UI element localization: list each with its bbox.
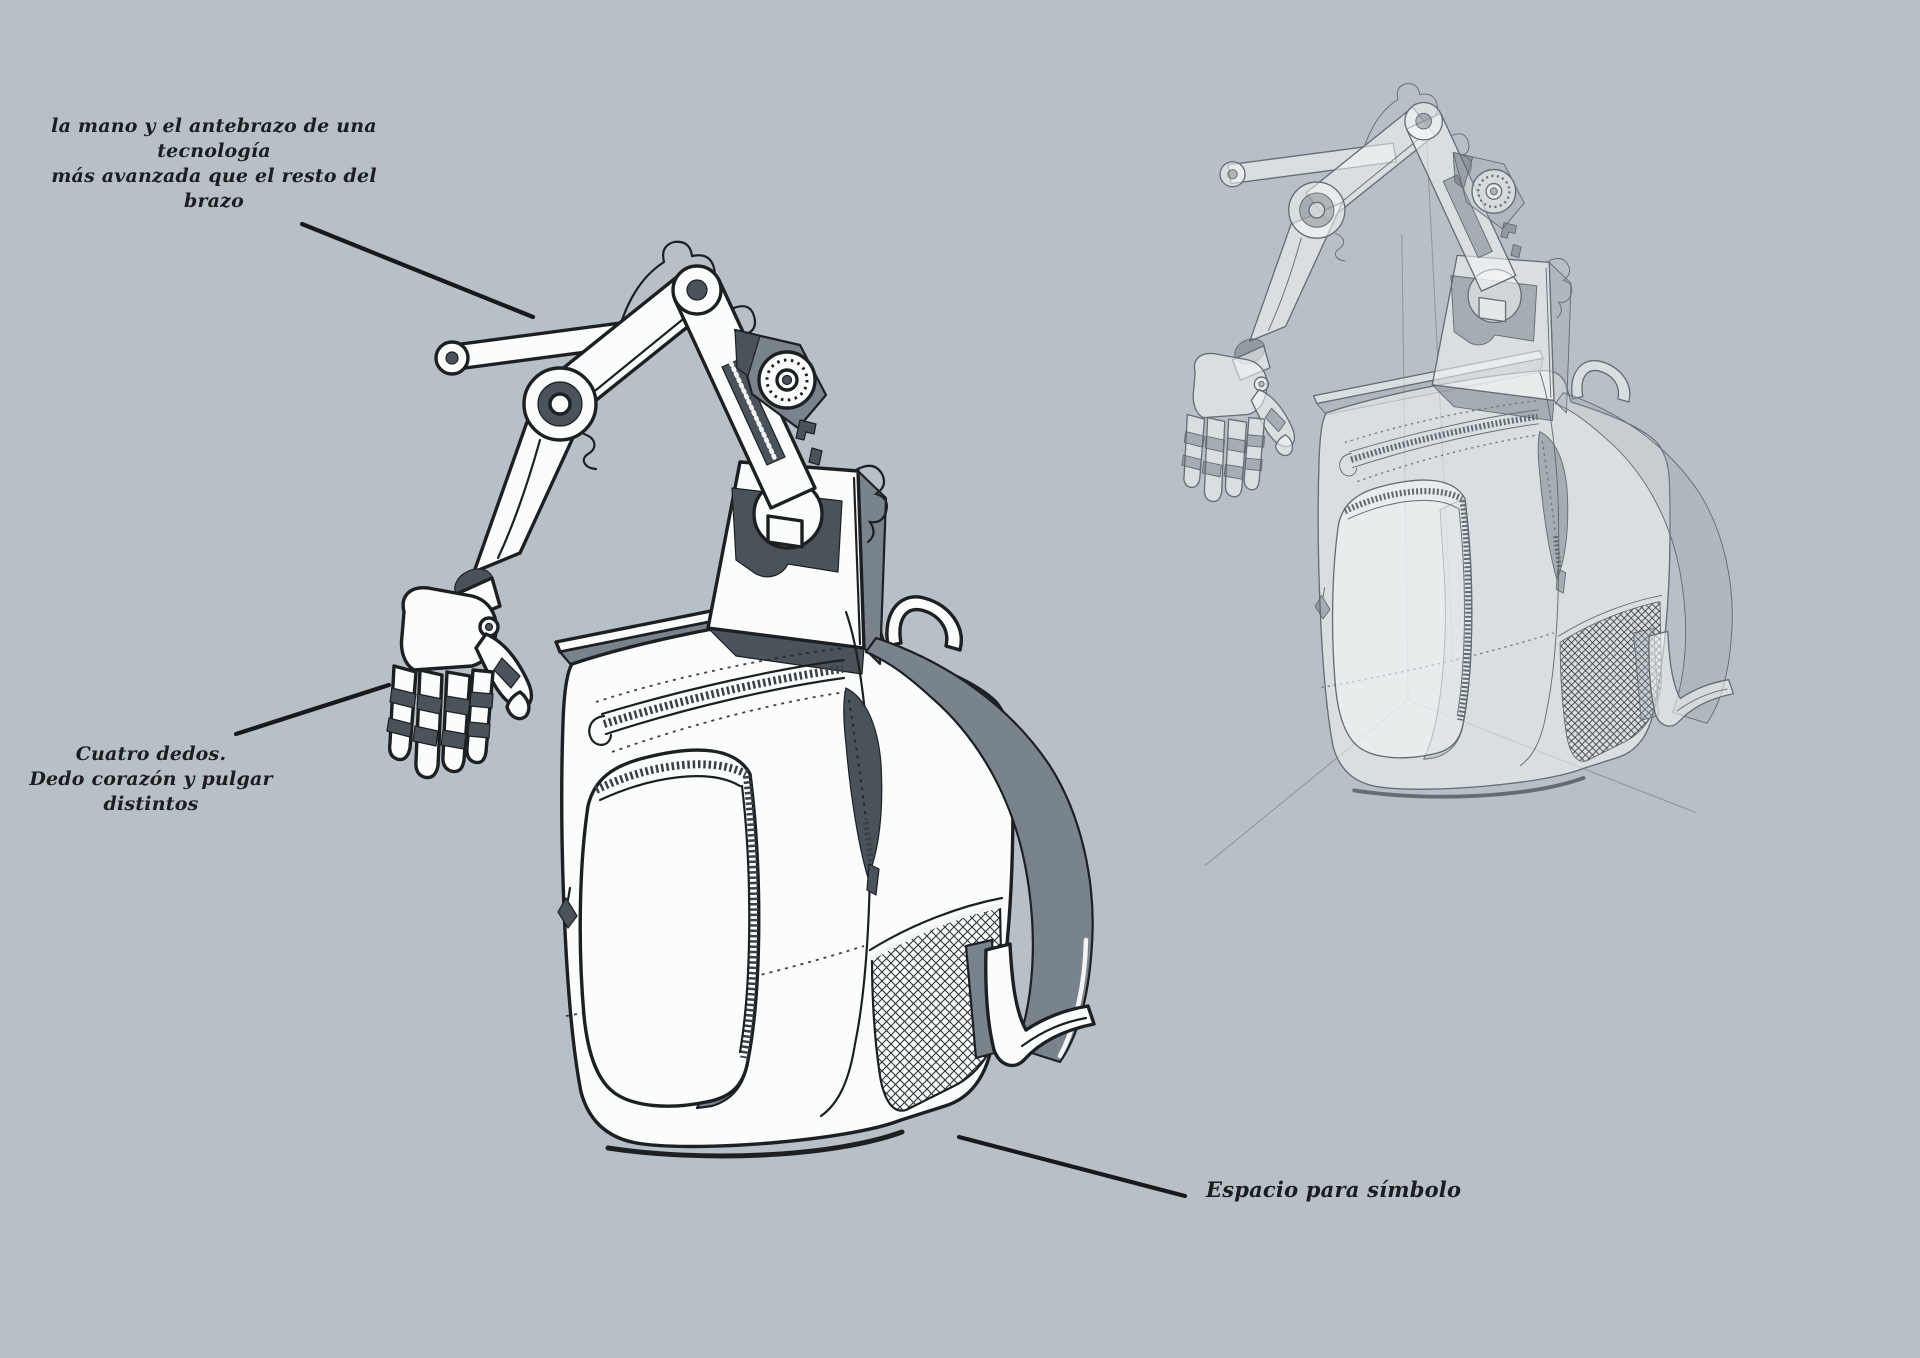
annotation-arm-technology: la mano y el antebrazo de una tecnología… (28, 114, 400, 214)
annotation-hand-line2: Dedo corazón y pulgar distintos (29, 768, 273, 816)
leader-line-symbol-note (956, 1134, 1188, 1199)
main-illustration (387, 241, 1094, 1244)
sketch-illustration (1181, 83, 1734, 866)
leader-line-arm-note (299, 221, 536, 320)
annotation-symbol-text: Espacio para símbolo (1206, 1177, 1462, 1202)
annotation-four-fingers: Cuatro dedos. Dedo corazón y pulgar dist… (0, 742, 302, 817)
leader-line-hand-note (233, 682, 392, 737)
annotation-arm-line2: más avanzada que el resto del brazo (51, 165, 377, 213)
annotation-hand-line1: Cuatro dedos. (75, 743, 227, 765)
annotation-symbol-space: Espacio para símbolo (1206, 1176, 1526, 1204)
annotation-arm-line1: la mano y el antebrazo de una tecnología (51, 115, 377, 163)
